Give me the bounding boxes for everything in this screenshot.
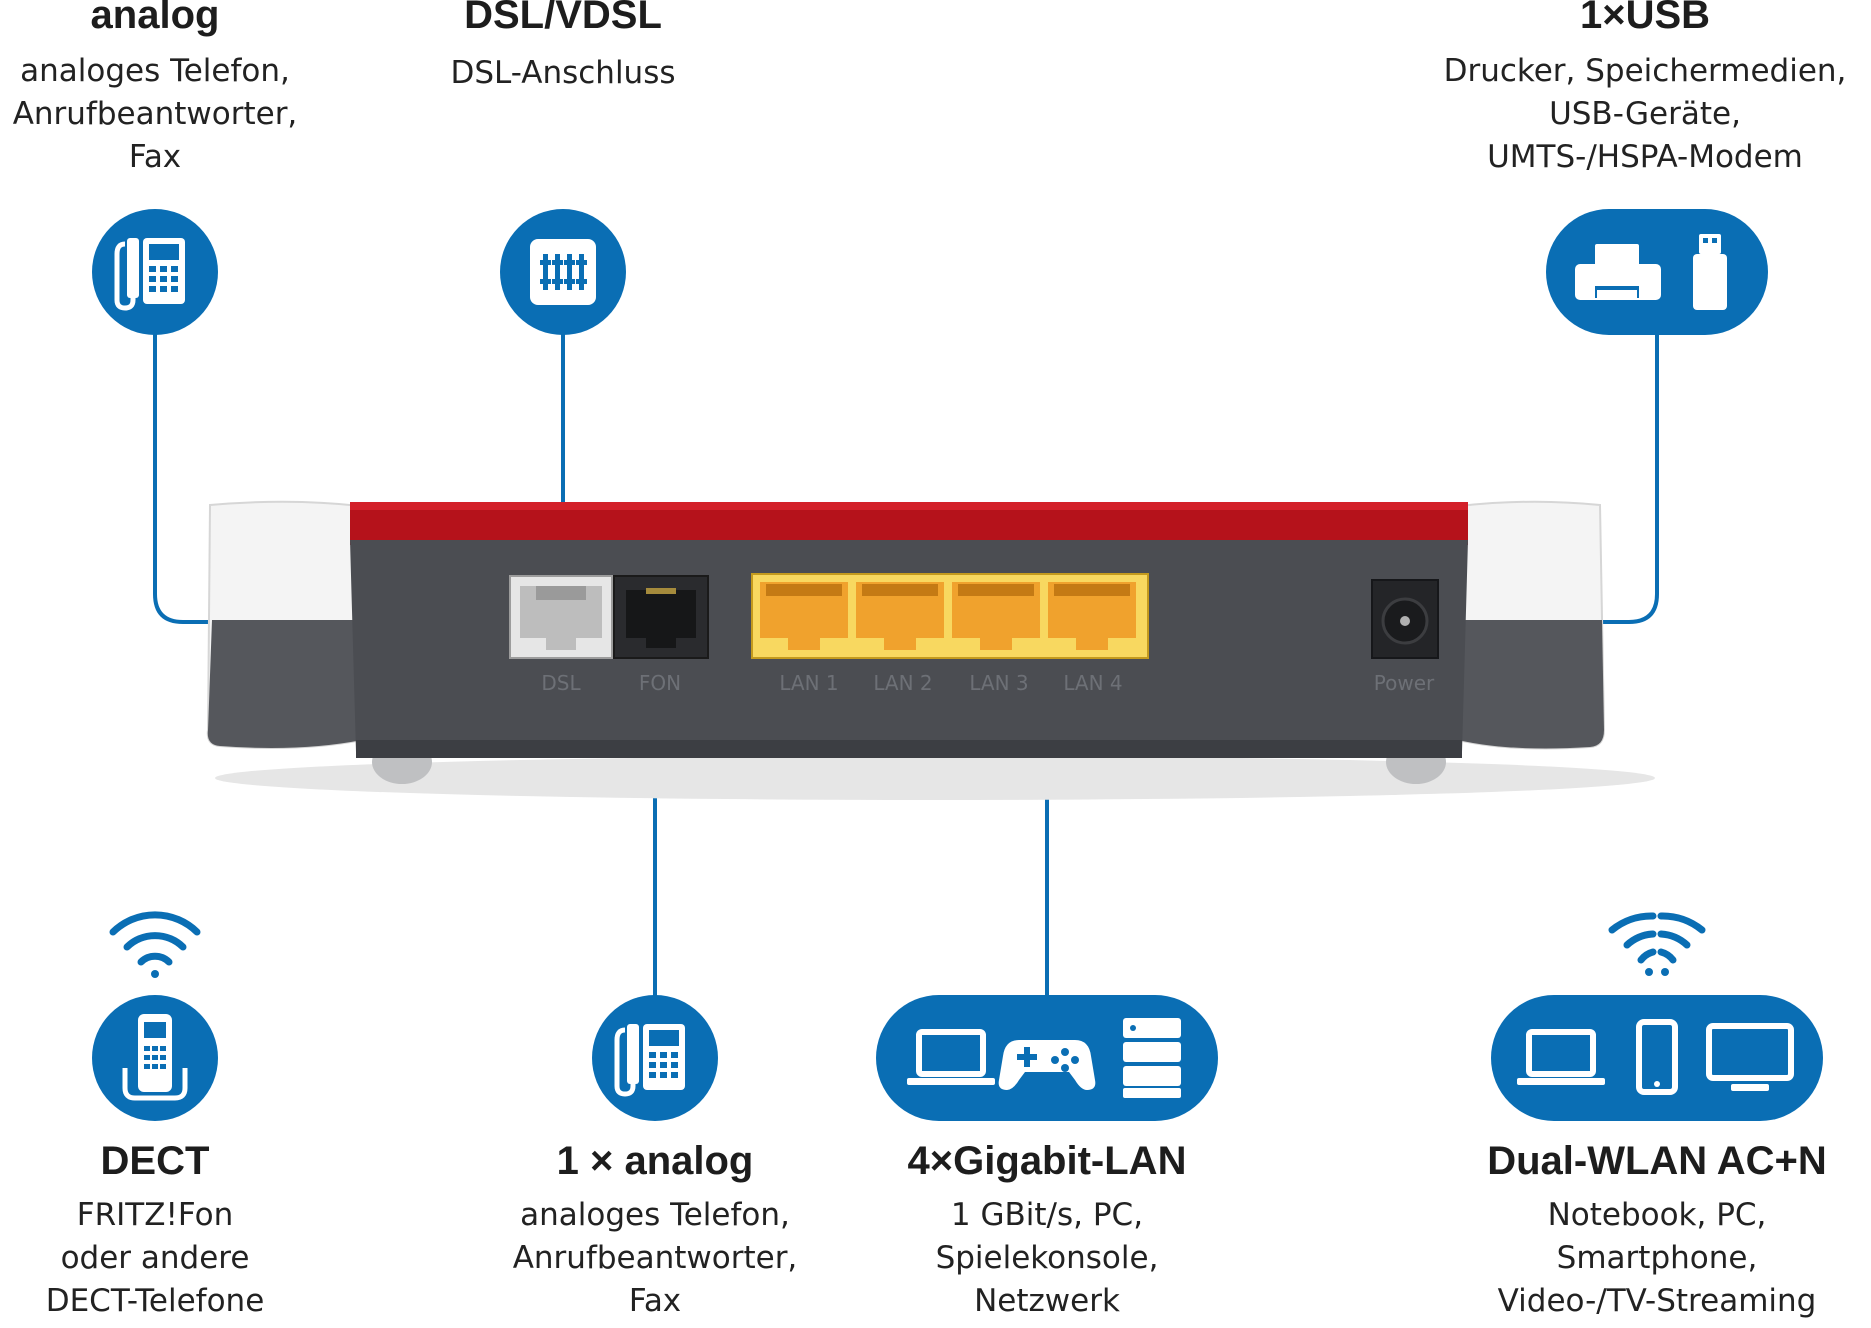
lan-line-2: Spielekonsole, (935, 1240, 1159, 1276)
lan4-caption: LAN 4 (1063, 671, 1122, 695)
dsl-block: DSL/VDSL DSL-Anschluss (393, 0, 733, 95)
lan1-caption: LAN 1 (779, 671, 838, 695)
power-caption: Power (1374, 671, 1435, 695)
lan-socket (856, 582, 944, 650)
fon-line-3: Fax (628, 1283, 682, 1319)
lan-block: 4×Gigabit-LAN 1 GBit/s, PC, Spielekonsol… (857, 1138, 1237, 1323)
dsl-socket-icon (500, 209, 626, 335)
dsl-line-1: DSL-Anschluss (450, 55, 676, 91)
phone-analog-icon-2 (592, 995, 718, 1121)
lan-socket (760, 582, 848, 650)
dect-phone-icon (92, 995, 218, 1121)
analog-block: analog analoges Telefon, Anrufbeantworte… (0, 0, 310, 179)
dsl-caption: DSL (541, 671, 581, 695)
laptop-icon (907, 1029, 995, 1085)
router-top-red (350, 502, 1468, 545)
usb-title: 1×USB (1579, 0, 1711, 37)
dect-line-1: FRITZ!Fon (76, 1197, 234, 1233)
dsl-title: DSL/VDSL (464, 0, 662, 37)
usb-block: 1×USB Drucker, Speichermedien, USB-Gerät… (1420, 0, 1870, 179)
lan-line-1: 1 GBit/s, PC, (950, 1197, 1144, 1233)
lan3-caption: LAN 3 (969, 671, 1028, 695)
dsl-port (509, 575, 613, 659)
wlan-wifi-icon (1608, 912, 1706, 976)
smartphone-icon (1636, 1019, 1678, 1095)
wlan-line-1: Notebook, PC, (1547, 1197, 1767, 1233)
fon-line-2: Anrufbeantworter, (512, 1240, 798, 1276)
analog-title: analog (90, 0, 220, 37)
wlan-devices-icon (1491, 995, 1823, 1121)
analog-line-1: analoges Telefon, (20, 53, 290, 89)
lan-line-3: Netzwerk (974, 1283, 1120, 1319)
printer-icon (1575, 244, 1661, 300)
lan-title: 4×Gigabit-LAN (907, 1139, 1187, 1183)
fon-block: 1 × analog analoges Telefon, Anrufbeantw… (485, 1138, 825, 1323)
usb-stick-icon (1693, 234, 1727, 310)
wifi-icon (109, 911, 201, 978)
usb-devices-icon (1546, 209, 1768, 335)
analog-line-3: Fax (128, 139, 182, 175)
usb-line-3: UMTS-/HSPA-Modem (1487, 139, 1803, 175)
power-jack (1371, 579, 1439, 659)
lan-ports (751, 573, 1149, 659)
wlan-line-3: Video-/TV-Streaming (1497, 1283, 1817, 1319)
lan-socket (1048, 582, 1136, 650)
router: DSL FON LAN 1 LAN 2 LAN 3 LAN 4 Power (206, 500, 1655, 800)
wlan-title: Dual-WLAN AC+N (1487, 1139, 1827, 1183)
usb-line-2: USB-Geräte, (1549, 96, 1741, 132)
lan-devices-icon (876, 995, 1218, 1121)
line-analog (153, 332, 262, 624)
analog-line-2: Anrufbeantworter, (12, 96, 298, 132)
laptop-icon (1517, 1029, 1605, 1085)
fon-port (613, 575, 709, 659)
dect-block: DECT FRITZ!Fon oder andere DECT-Telefone (0, 1138, 310, 1323)
fon-title: 1 × analog (556, 1139, 754, 1183)
tv-icon (1706, 1023, 1794, 1091)
wlan-line-2: Smartphone, (1556, 1240, 1758, 1276)
dect-title: DECT (100, 1139, 210, 1183)
dect-line-2: oder andere (60, 1240, 250, 1276)
fon-line-1: analoges Telefon, (520, 1197, 790, 1233)
lan-socket (952, 582, 1040, 650)
gamepad-icon (998, 1040, 1096, 1090)
lan2-caption: LAN 2 (873, 671, 932, 695)
fon-caption: FON (639, 671, 681, 695)
usb-line-1: Drucker, Speichermedien, (1443, 53, 1847, 89)
dect-line-3: DECT-Telefone (45, 1283, 265, 1319)
wlan-block: Dual-WLAN AC+N Notebook, PC, Smartphone,… (1447, 1138, 1867, 1323)
phone-analog-icon (92, 209, 218, 335)
server-icon (1123, 1018, 1181, 1098)
line-usb (1540, 332, 1659, 624)
